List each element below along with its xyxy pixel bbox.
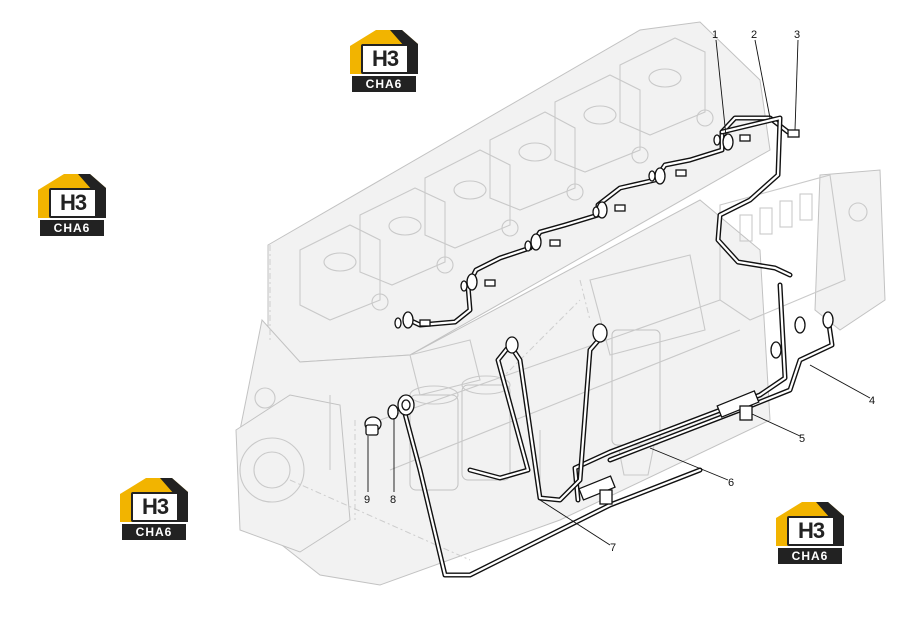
watermark-logo: H3 CHA6	[116, 476, 192, 544]
callout-numbers: 1 2 3 4 5 6 7 8 9	[364, 29, 875, 554]
leader-lines	[367, 39, 871, 546]
banjo-bolt-washers	[364, 394, 415, 436]
logo-subtext: CHA6	[122, 524, 186, 540]
watermark-logo: H3 CHA6	[772, 500, 848, 568]
callout-9: 9	[364, 494, 370, 506]
watermark-logo: H3 CHA6	[34, 172, 110, 240]
callout-6: 6	[728, 477, 734, 489]
callout-5: 5	[799, 433, 805, 445]
leak-off-line	[394, 115, 800, 329]
callout-3: 3	[794, 29, 800, 41]
logo-subtext: CHA6	[352, 76, 416, 92]
callout-2: 2	[751, 29, 757, 41]
logo-subtext: CHA6	[40, 220, 104, 236]
fuel-supply-lines	[401, 282, 835, 578]
callout-8: 8	[390, 494, 396, 506]
callout-1: 1	[712, 29, 718, 41]
logo-subtext: CHA6	[778, 548, 842, 564]
logo-h3-text: H3	[49, 188, 97, 218]
logo-h3-text: H3	[787, 516, 835, 546]
watermark-logo: H3 CHA6	[346, 28, 422, 96]
callout-4: 4	[869, 395, 875, 407]
logo-h3-text: H3	[131, 492, 179, 522]
logo-h3-text: H3	[361, 44, 409, 74]
callout-7: 7	[610, 542, 616, 554]
